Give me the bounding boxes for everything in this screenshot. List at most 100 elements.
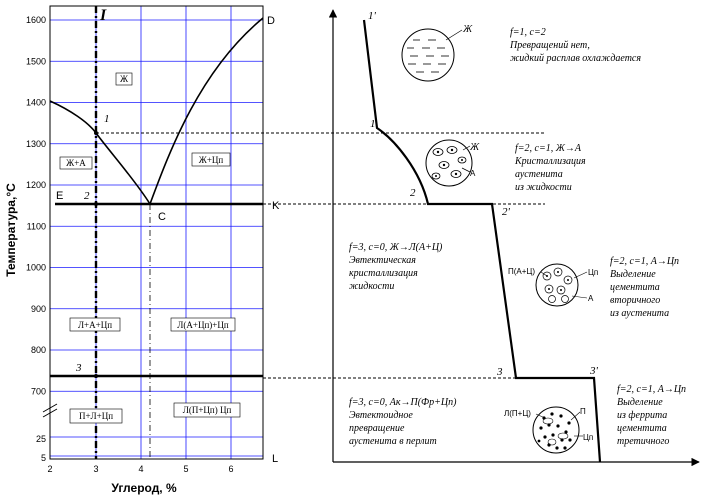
point-3-marker	[94, 374, 98, 378]
x-tick-labels: 2 3 4 5 6	[47, 464, 233, 474]
cooling-curve-diagram: 1' 1 2 2' 3 3'	[328, 9, 700, 467]
svg-text:Кристаллизация: Кристаллизация	[514, 156, 586, 167]
point-D: D	[267, 15, 275, 27]
svg-text:f=1, c=2: f=1, c=2	[510, 27, 546, 38]
region-liquid-cementite: Ж+Цп	[191, 152, 231, 167]
region-ledeburite-low-hyper: Л(П+Цп) Цп	[173, 402, 241, 418]
x-tick-3: 3	[93, 464, 98, 474]
note-stage-1-2: f=2, c=1, Ж→А Кристаллизация аустенита и…	[514, 143, 586, 193]
region-liquid: Ж	[115, 72, 133, 86]
svg-text:цементита: цементита	[610, 282, 660, 293]
svg-text:Цп: Цп	[588, 268, 598, 277]
y-tick-700: 700	[31, 386, 46, 396]
svg-text:f=2, c=1, Ж→А: f=2, c=1, Ж→А	[515, 143, 582, 154]
svg-text:П+Л+Цп: П+Л+Цп	[79, 411, 113, 421]
liquidus-right-curve	[149, 17, 264, 205]
svg-text:Л+А+Цп: Л+А+Цп	[78, 320, 112, 330]
svg-text:кристаллизация: кристаллизация	[349, 268, 418, 279]
region-ledeburite-hypo: Л+А+Цп	[69, 317, 121, 332]
note-stage-3-3p: f=3, c=0, Ак→П(Фр+Цп) Эвтектоидное превр…	[349, 397, 457, 447]
y-tick-900: 900	[31, 304, 46, 314]
region-ledeburite-hyper: Л(А+Цп)+Цп	[170, 317, 236, 332]
svg-text:третичного: третичного	[617, 436, 669, 447]
point-2-marker	[94, 202, 98, 206]
micro-liquid: Ж	[401, 24, 473, 82]
svg-text:Эвтектическая: Эвтектическая	[349, 255, 416, 266]
point-E: E	[56, 190, 63, 202]
alloy-I-label: I	[99, 7, 107, 24]
dashed-connectors	[96, 132, 545, 379]
right-point-2p: 2'	[502, 206, 511, 218]
y-axis-title: Температура,°С	[4, 183, 18, 277]
region-ledeburite-low-hypo: П+Л+Цп	[69, 408, 123, 424]
axis-break	[42, 403, 58, 418]
note-stage-3p: f=2, c=1, А→Цп Выделение из феррита цеме…	[617, 384, 686, 447]
note-stage-1: f=1, c=2 Превращений нет, жидкий расплав…	[509, 27, 641, 64]
svg-text:жидкости: жидкости	[349, 281, 394, 292]
svg-text:П(А+Ц): П(А+Ц)	[508, 267, 535, 276]
svg-text:жидкий расплав охлаждается: жидкий расплав охлаждается	[510, 53, 641, 64]
note-stage-2-2p: f=3, c=0, Ж→Л(А+Ц) Эвтектическая кристал…	[349, 242, 443, 292]
y-tick-5: 5	[41, 453, 46, 463]
y-tick-800: 800	[31, 345, 46, 355]
x-tick-5: 5	[183, 464, 188, 474]
right-point-2: 2	[410, 187, 416, 199]
svg-text:аустенита: аустенита	[515, 169, 563, 180]
svg-text:Выделение: Выделение	[610, 269, 656, 280]
y-tick-1300: 1300	[26, 139, 46, 149]
svg-text:Ж: Ж	[120, 74, 129, 84]
liquidus-left-curve	[49, 100, 151, 205]
svg-text:Превращений нет,: Превращений нет,	[509, 40, 590, 51]
micro-liquid-austenite: Ж А	[425, 139, 480, 187]
svg-text:f=3, c=0, Ж→Л(А+Ц): f=3, c=0, Ж→Л(А+Ц)	[349, 242, 443, 253]
svg-text:f=2, c=1, А→Цп: f=2, c=1, А→Цп	[617, 384, 686, 395]
svg-text:Л(П+Ц): Л(П+Ц)	[504, 409, 531, 418]
point-K: K	[272, 200, 280, 212]
svg-text:Ж+Цп: Ж+Цп	[199, 155, 224, 165]
x-tick-2: 2	[47, 464, 52, 474]
right-point-1p: 1'	[368, 10, 377, 22]
micro-secondary-cementite: П(А+Ц) Цп А	[508, 263, 598, 307]
svg-text:Ж: Ж	[469, 142, 480, 153]
svg-text:из жидкости: из жидкости	[515, 182, 572, 193]
svg-text:Л(А+Цп)+Цп: Л(А+Цп)+Цп	[177, 320, 229, 330]
svg-text:цементита: цементита	[617, 423, 667, 434]
svg-text:Выделение: Выделение	[617, 397, 663, 408]
region-liquid-austenite: Ж+А	[59, 156, 93, 170]
svg-text:превращение: превращение	[349, 423, 405, 434]
svg-text:из аустенита: из аустенита	[610, 308, 669, 319]
point-C: C	[158, 211, 166, 223]
x-tick-4: 4	[138, 464, 143, 474]
right-point-1: 1	[370, 118, 376, 130]
note-stage-2p-3: f=2, c=1, А→Цп Выделение цементита втори…	[610, 256, 679, 319]
svg-text:Ж+А: Ж+А	[66, 158, 86, 168]
left-point-1: 1	[104, 113, 110, 125]
plot-frame	[49, 5, 264, 460]
svg-text:П: П	[580, 407, 586, 416]
svg-text:Л(П+Цп) Цп: Л(П+Цп) Цп	[183, 405, 232, 415]
cooling-curve	[362, 19, 602, 463]
svg-text:А: А	[588, 294, 594, 303]
y-tick-1400: 1400	[26, 98, 46, 108]
grid	[50, 6, 263, 459]
y-tick-25: 25	[36, 434, 46, 444]
svg-text:Цп: Цп	[583, 433, 593, 442]
x-tick-6: 6	[228, 464, 233, 474]
x-axis-title: Углерод, %	[111, 481, 177, 495]
y-tick-1200: 1200	[26, 180, 46, 190]
svg-text:из феррита: из феррита	[617, 410, 667, 421]
left-point-3: 3	[75, 362, 82, 374]
svg-text:f=2, c=1, А→Цп: f=2, c=1, А→Цп	[610, 256, 679, 267]
svg-text:Ж: Ж	[462, 24, 473, 35]
y-tick-1500: 1500	[26, 56, 46, 66]
y-tick-1100: 1100	[27, 221, 46, 231]
svg-text:аустенита в перлит: аустенита в перлит	[349, 436, 437, 447]
svg-text:А: А	[470, 169, 476, 178]
y-tick-1600: 1600	[26, 15, 46, 25]
svg-text:Эвтектоидное: Эвтектоидное	[349, 410, 413, 421]
left-point-2: 2	[84, 190, 90, 202]
right-point-3p: 3'	[589, 365, 599, 377]
point-L: L	[272, 453, 278, 465]
